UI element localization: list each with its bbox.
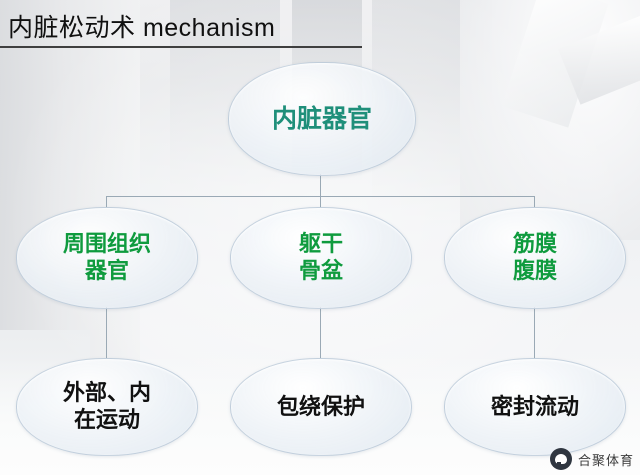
title-underline — [0, 46, 362, 48]
connector-to-middle-2 — [320, 196, 321, 207]
node-fascia-peritoneum[interactable]: 筋膜 腹膜 — [444, 207, 626, 309]
node-root-organs[interactable]: 内脏器官 — [228, 62, 416, 176]
node-surrounding-tissue-organs-label: 周围组织 器官 — [62, 231, 151, 283]
connector-middle2-to-bottom2 — [320, 307, 321, 358]
slide-title: 内脏松动术 mechanism — [8, 14, 276, 42]
watermark-label: 合聚体育 — [577, 452, 634, 468]
node-external-internal-motion[interactable]: 外部、内 在运动 — [16, 358, 198, 456]
connector-middle1-to-bottom1 — [106, 307, 107, 358]
node-sealed-flow-label: 密封流动 — [490, 393, 579, 419]
connector-to-middle-1 — [106, 196, 107, 207]
connector-root-down — [320, 174, 321, 196]
node-trunk-pelvis[interactable]: 躯干 骨盆 — [230, 207, 412, 309]
connector-to-middle-3 — [534, 196, 535, 207]
node-wrap-protection-label: 包绕保护 — [276, 393, 365, 419]
node-root-organs-label: 内脏器官 — [271, 104, 372, 133]
connector-middle3-to-bottom3 — [534, 307, 535, 358]
wechat-account-icon — [549, 448, 572, 470]
node-external-internal-motion-label: 外部、内 在运动 — [62, 380, 151, 432]
node-trunk-pelvis-label: 躯干 骨盆 — [298, 231, 343, 283]
node-fascia-peritoneum-label: 筋膜 腹膜 — [512, 231, 557, 283]
watermark: 合聚体育 — [549, 448, 634, 470]
node-sealed-flow[interactable]: 密封流动 — [444, 358, 626, 456]
node-surrounding-tissue-organs[interactable]: 周围组织 器官 — [16, 207, 198, 309]
node-wrap-protection[interactable]: 包绕保护 — [230, 358, 412, 456]
